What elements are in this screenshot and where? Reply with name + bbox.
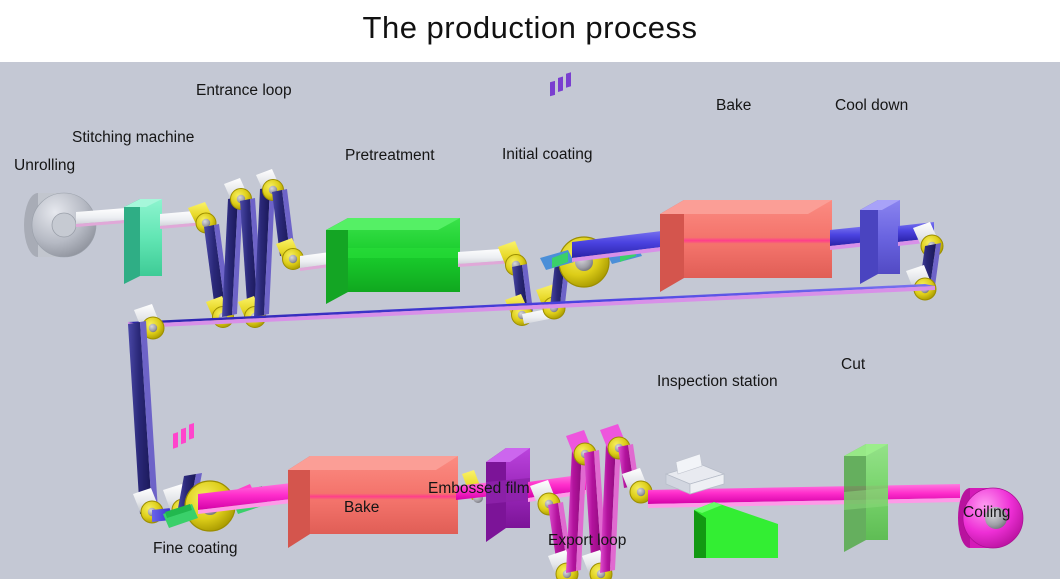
process-flow-illustration	[24, 72, 1024, 579]
export-loop-exit-roller	[622, 468, 653, 504]
label-embossed-film: Embossed film	[428, 480, 530, 497]
label-coiling: Coiling	[963, 504, 1011, 521]
label-initial-coating: Initial coating	[502, 146, 593, 163]
diagram-canvas: Unrolling Stitching machine Entrance loo…	[0, 62, 1060, 579]
label-entrance-loop: Entrance loop	[196, 82, 292, 99]
label-pretreatment: Pretreatment	[345, 147, 435, 164]
initial-coating-applicator-left	[540, 72, 574, 270]
page-title: The production process	[362, 10, 698, 45]
label-unrolling: Unrolling	[14, 157, 76, 174]
stitching-machine-unit	[124, 199, 162, 284]
entrance-loop-strand-4	[254, 186, 275, 317]
strip-blue-bake-to-cool	[830, 226, 868, 250]
label-cut: Cut	[841, 356, 866, 373]
cool-down-unit	[860, 200, 900, 284]
cut-unit	[844, 444, 888, 552]
export-loop-strand-2	[566, 447, 587, 573]
entrance-loop-strand-2	[222, 196, 243, 317]
bake-upper-unit	[660, 200, 832, 292]
entrance-loop-strand-5	[272, 189, 295, 256]
strip-blue-left-descent	[128, 321, 158, 514]
title-bar: The production process	[0, 0, 1060, 62]
inspection-station-desk	[694, 502, 778, 558]
label-bake-upper: Bake	[716, 97, 752, 114]
coiling-coil	[958, 487, 1024, 549]
fine-coating-applicator-left	[163, 422, 198, 528]
label-fine-coating: Fine coating	[153, 540, 238, 557]
label-stitching-machine: Stitching machine	[72, 129, 195, 146]
strip-pink-to-bake-lower	[198, 482, 300, 514]
entrance-loop-exit-roller	[276, 238, 304, 270]
export-loop-strand-4	[600, 441, 621, 573]
inspection-station-frame	[664, 453, 726, 495]
strip-blue-to-bake-upper	[572, 230, 670, 262]
strip-pink-to-emboss	[456, 482, 492, 500]
label-bake-lower: Bake	[344, 499, 380, 516]
pretreatment-unit	[326, 218, 460, 304]
bake-lower-unit	[288, 456, 458, 548]
label-cool-down: Cool down	[835, 97, 909, 114]
unrolling-coil	[24, 192, 97, 258]
strip-white-unroll	[76, 208, 126, 227]
embossed-film-unit	[486, 448, 530, 542]
label-inspection-station: Inspection station	[657, 373, 778, 390]
strip-white-to-pretreatment	[300, 252, 330, 271]
label-export-loop: Export loop	[548, 532, 627, 549]
